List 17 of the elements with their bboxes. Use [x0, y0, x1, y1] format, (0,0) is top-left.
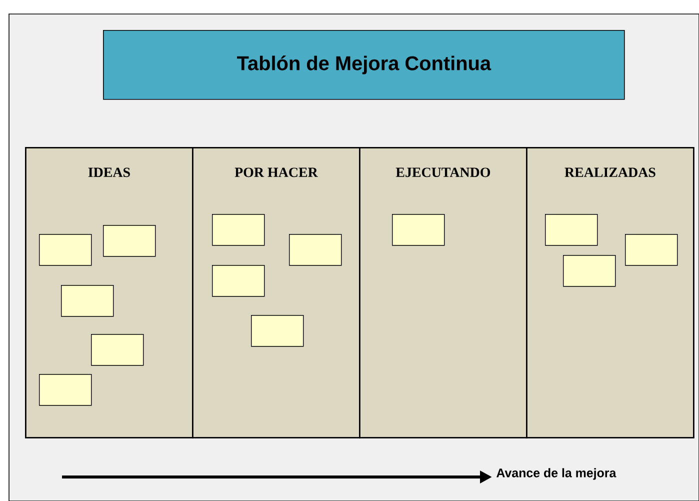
sticky-note: [563, 255, 616, 287]
sticky-note: [39, 374, 92, 406]
arrow-label: Avance de la mejora: [496, 468, 616, 480]
sticky-note: [39, 234, 92, 266]
sticky-note: [61, 285, 114, 317]
sticky-note: [545, 214, 598, 246]
sticky-note: [392, 214, 445, 246]
sticky-note: [212, 265, 265, 297]
board-column: REALIZADAS: [526, 147, 694, 438]
sticky-note: [91, 334, 144, 366]
sticky-note: [103, 225, 156, 257]
sticky-note: [625, 234, 678, 266]
title-box: Tablón de Mejora Continua: [103, 30, 625, 100]
sticky-note: [289, 234, 342, 266]
board-column: EJECUTANDO: [359, 147, 528, 438]
sticky-note: [212, 214, 265, 246]
sticky-note: [251, 315, 304, 347]
